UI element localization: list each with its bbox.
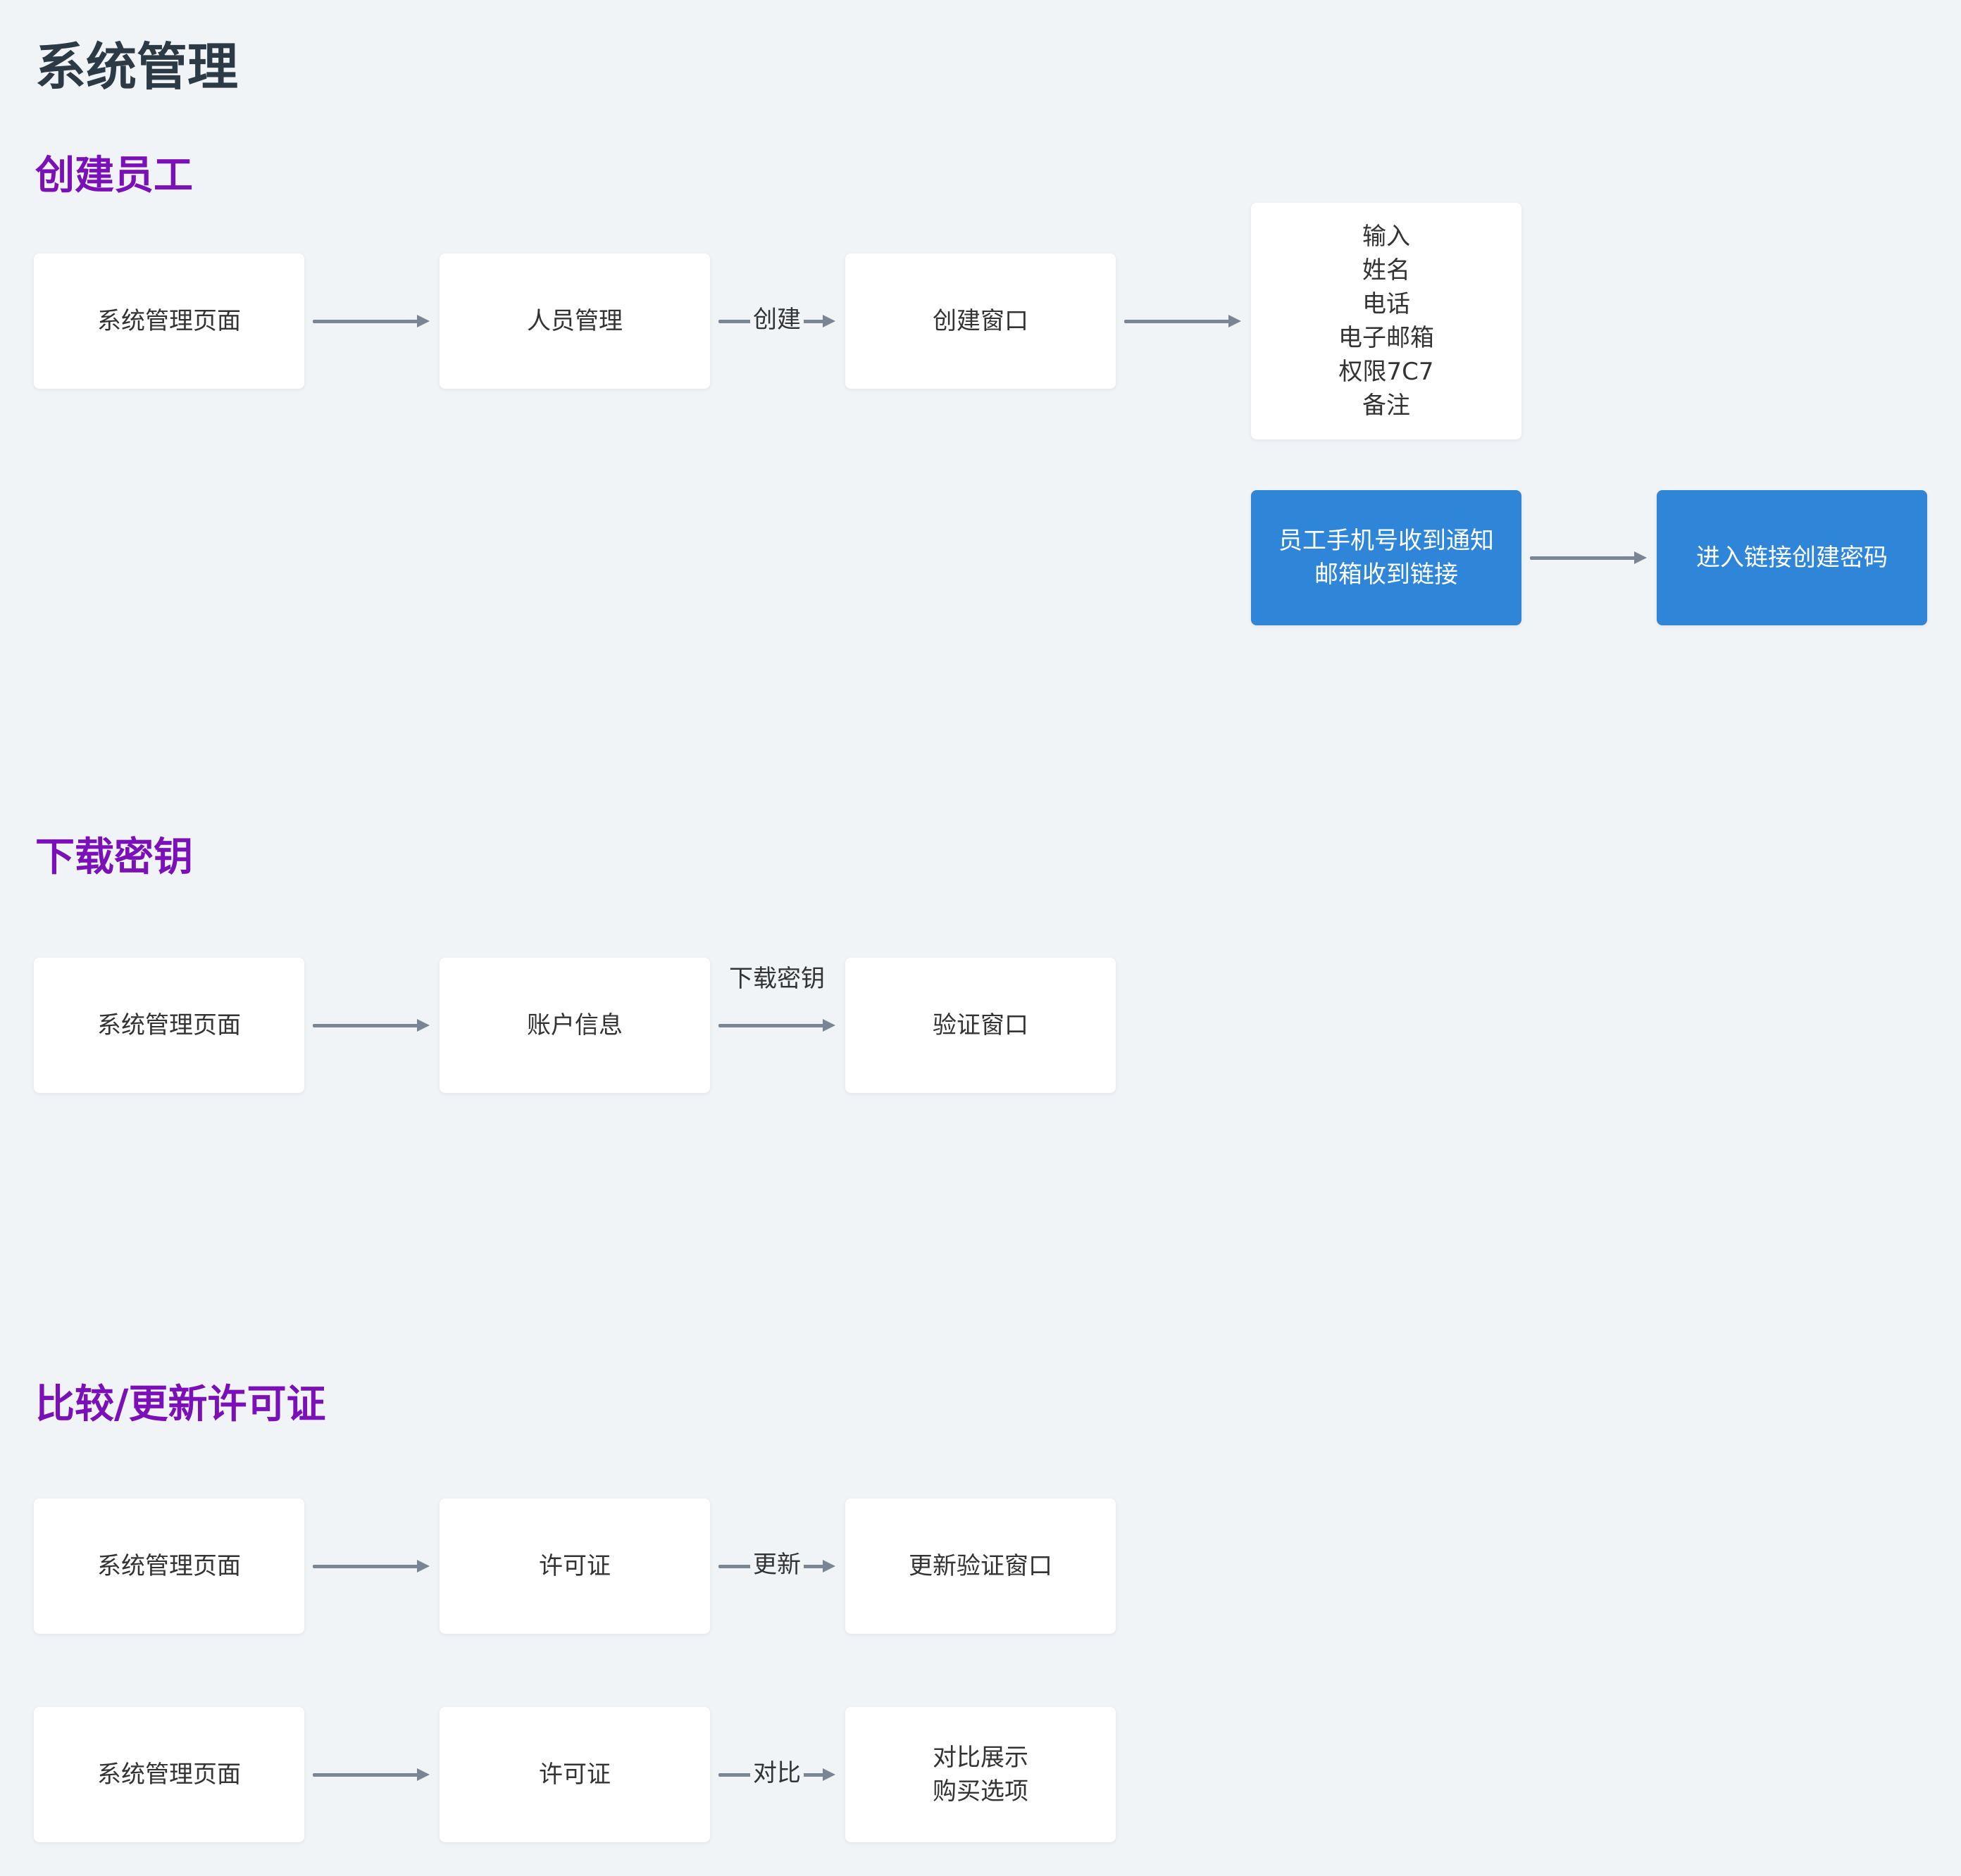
node-label: 系统管理页面 <box>97 1761 241 1789</box>
node-line: 员工手机号收到通知 <box>1278 527 1494 555</box>
node-update-verify-window: 更新验证窗口 <box>845 1499 1116 1634</box>
node-line: 对比展示 <box>933 1744 1028 1772</box>
node-label: 创建窗口 <box>933 307 1028 335</box>
node-license: 许可证 <box>440 1499 710 1634</box>
arrow-connector <box>313 307 430 335</box>
node-label: 系统管理页面 <box>97 307 241 335</box>
node-label: 许可证 <box>539 1552 611 1580</box>
node-line: 邮箱收到链接 <box>1314 561 1458 589</box>
node-line: 姓名 <box>1362 256 1410 284</box>
arrow-compare: 对比 <box>718 1756 835 1790</box>
node-line: 输入 <box>1362 223 1410 251</box>
arrow-connector <box>1124 307 1241 335</box>
arrow-connector <box>1530 544 1647 572</box>
node-system-page: 系统管理页面 <box>34 1707 304 1842</box>
node-label: 进入链接创建密码 <box>1696 544 1888 572</box>
section-title-create-staff: 创建员工 <box>35 153 193 199</box>
section-title-download-key: 下载密钥 <box>35 834 193 880</box>
node-label: 账户信息 <box>527 1011 623 1039</box>
node-label: 系统管理页面 <box>97 1552 241 1580</box>
arrow-download-key: 下载密钥 <box>718 965 835 1039</box>
node-system-page: 系统管理页面 <box>34 1499 304 1634</box>
node-staff-notified: 员工手机号收到通知 邮箱收到链接 <box>1251 490 1521 625</box>
node-system-page: 系统管理页面 <box>34 958 304 1093</box>
node-label: 人员管理 <box>527 307 623 335</box>
arrow-connector <box>313 1552 430 1580</box>
edge-label-update: 更新 <box>750 1548 804 1582</box>
page-title: 系统管理 <box>35 37 239 96</box>
edge-label-create: 创建 <box>750 303 804 337</box>
arrow-connector <box>313 1011 430 1039</box>
arrow-create: 创建 <box>718 303 835 337</box>
node-line: 购买选项 <box>933 1777 1028 1806</box>
node-label: 系统管理页面 <box>97 1011 241 1039</box>
edge-label-download-key: 下载密钥 <box>729 965 825 993</box>
arrow-connector <box>313 1761 430 1789</box>
node-license: 许可证 <box>440 1707 710 1842</box>
node-input-fields: 输入 姓名 电话 电子邮箱 权限7C7 备注 <box>1251 203 1521 439</box>
node-create-window: 创建窗口 <box>845 254 1116 389</box>
node-verify-window: 验证窗口 <box>845 958 1116 1093</box>
node-system-page: 系统管理页面 <box>34 254 304 389</box>
node-people-management: 人员管理 <box>440 254 710 389</box>
node-label: 许可证 <box>539 1761 611 1789</box>
node-compare-display: 对比展示 购买选项 <box>845 1707 1116 1842</box>
node-line: 备注 <box>1362 392 1410 420</box>
arrow-update: 更新 <box>718 1548 835 1582</box>
node-line: 权限7C7 <box>1338 358 1434 386</box>
node-account-info: 账户信息 <box>440 958 710 1093</box>
node-line: 电子邮箱 <box>1338 324 1434 352</box>
node-label: 验证窗口 <box>933 1011 1028 1039</box>
node-enter-link: 进入链接创建密码 <box>1657 490 1927 625</box>
node-label: 更新验证窗口 <box>909 1552 1052 1580</box>
section-title-license: 比较/更新许可证 <box>35 1382 326 1427</box>
edge-label-compare: 对比 <box>750 1756 804 1790</box>
node-line: 电话 <box>1362 290 1410 318</box>
